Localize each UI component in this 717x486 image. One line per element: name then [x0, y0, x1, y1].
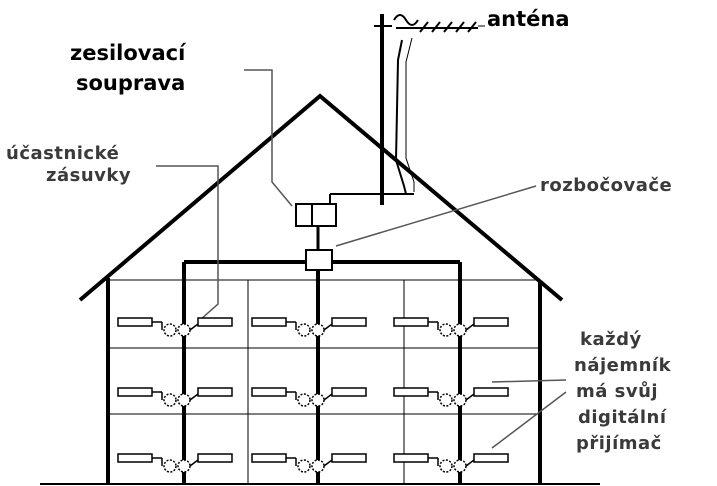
- receiver-label-2: nájemník: [574, 355, 672, 376]
- sockets-leader: [156, 165, 219, 321]
- digital-receiver: [473, 453, 509, 463]
- receiver-cable: [323, 459, 333, 467]
- digital-receiver: [331, 317, 367, 327]
- subscriber-socket-pair: [163, 393, 177, 407]
- digital-receiver: [393, 453, 429, 463]
- subscriber-socket: [453, 393, 467, 407]
- digital-receiver: [251, 387, 287, 397]
- receiver-cable: [465, 459, 475, 467]
- subscriber-socket: [177, 323, 191, 337]
- subscriber-socket: [177, 393, 191, 407]
- antenna-label: anténa: [487, 7, 570, 31]
- receiver-leader-2: [491, 391, 567, 449]
- antenna-cable: [394, 39, 407, 195]
- receiver-cable: [189, 393, 199, 401]
- subscriber-socket: [311, 459, 325, 473]
- subscriber-socket: [177, 459, 191, 473]
- subscriber-socket-pair: [163, 459, 177, 473]
- digital-receiver: [251, 453, 287, 463]
- antenna-element: [393, 14, 419, 26]
- amplifier-label-line1: zesilovací: [70, 41, 186, 65]
- digital-receiver: [331, 387, 367, 397]
- amplifier-box: [295, 203, 337, 227]
- receiver-cable: [189, 323, 199, 331]
- receiver-label-3: má svůj: [576, 381, 659, 402]
- subscriber-socket-pair: [297, 459, 311, 473]
- digital-receiver: [197, 387, 233, 397]
- receiver-label-5: přijímač: [576, 433, 662, 454]
- receiver-cable: [465, 393, 475, 401]
- antenna-directors: [419, 21, 477, 33]
- subscriber-socket-pair: [297, 393, 311, 407]
- receiver-leader-1: [491, 379, 567, 383]
- splitters-leader: [335, 185, 537, 247]
- receiver-cable: [465, 323, 475, 331]
- subscriber-socket: [311, 323, 325, 337]
- amplifier-label-line2: souprava: [76, 71, 186, 95]
- digital-receiver: [473, 387, 509, 397]
- subscriber-socket-pair: [439, 459, 453, 473]
- receiver-label-4: digitální: [578, 407, 667, 428]
- splitters-label: rozbočovače: [540, 175, 673, 196]
- subscriber-socket-pair: [297, 323, 311, 337]
- digital-receiver: [197, 453, 233, 463]
- digital-receiver: [197, 317, 233, 327]
- subscriber-socket: [453, 323, 467, 337]
- digital-receiver: [251, 317, 287, 327]
- digital-receiver: [473, 317, 509, 327]
- antenna-cable-outer: [405, 37, 415, 192]
- receiver-label-1: každý: [580, 329, 642, 350]
- digital-receiver: [117, 387, 153, 397]
- sockets-label-line1: účastnické: [6, 143, 120, 164]
- subscriber-socket: [453, 459, 467, 473]
- amplifier-leader: [244, 69, 293, 207]
- receiver-cable: [189, 459, 199, 467]
- sockets-and-receivers: [117, 317, 509, 473]
- subscriber-socket-pair: [439, 323, 453, 337]
- digital-receiver: [331, 453, 367, 463]
- receiver-cable: [323, 323, 333, 331]
- digital-receiver: [117, 317, 153, 327]
- subscriber-socket-pair: [163, 323, 177, 337]
- sockets-label-line2: zásuvky: [46, 165, 132, 186]
- digital-receiver: [393, 387, 429, 397]
- main-splitter: [305, 249, 333, 271]
- roof-outline: [78, 93, 564, 302]
- digital-receiver: [117, 453, 153, 463]
- receiver-cable: [323, 393, 333, 401]
- subscriber-socket-pair: [439, 393, 453, 407]
- subscriber-socket: [311, 393, 325, 407]
- digital-receiver: [393, 317, 429, 327]
